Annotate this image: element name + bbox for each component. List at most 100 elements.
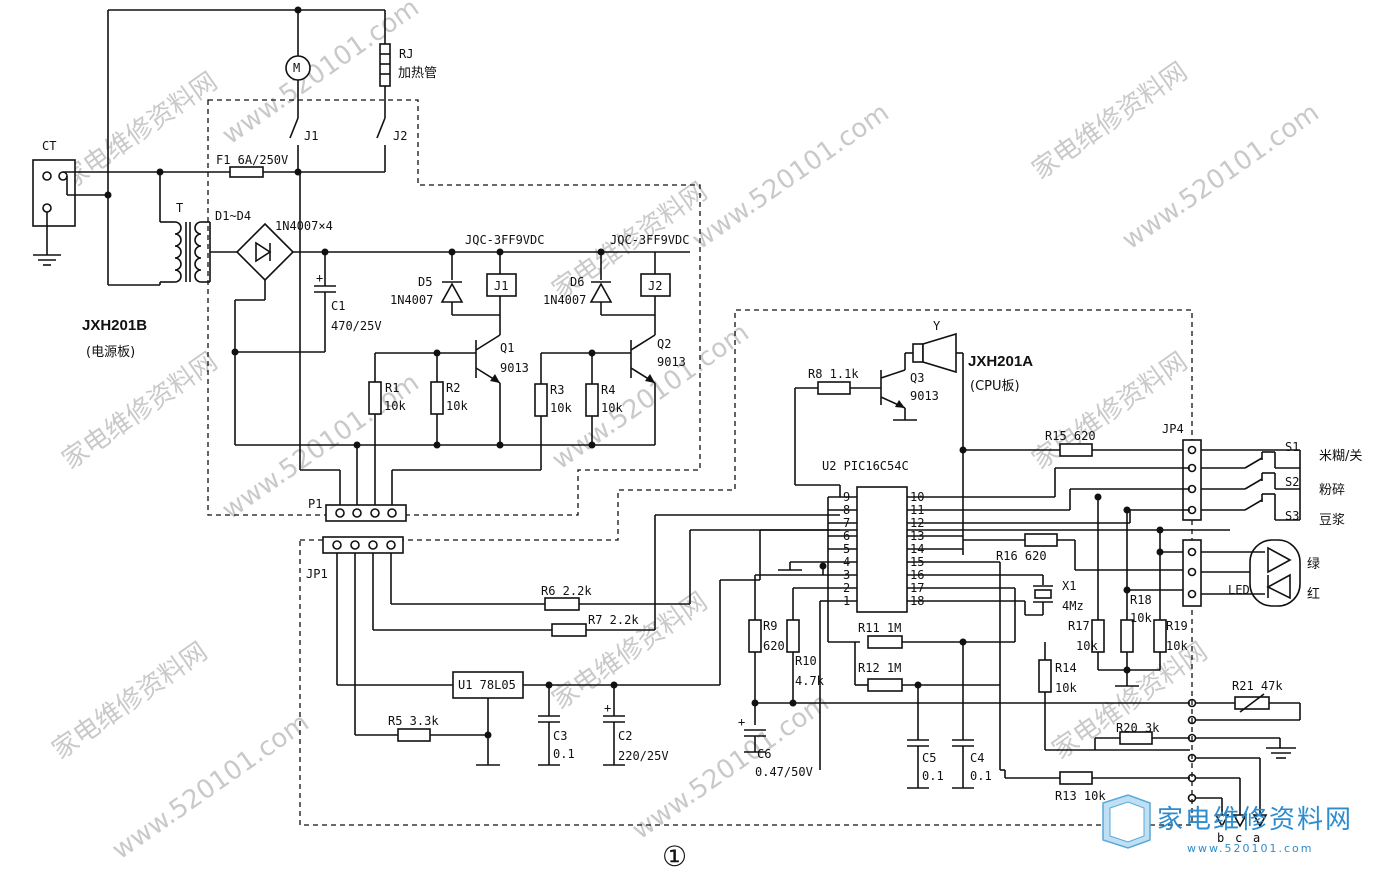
u2-pin-label: 4	[843, 555, 850, 569]
c5-label: C5	[922, 751, 936, 765]
r3-label: R3	[550, 383, 564, 397]
r19-label: R19	[1166, 619, 1188, 633]
resistor-r14	[1038, 659, 1052, 693]
heater-rj	[379, 43, 391, 87]
c3-value: 0.1	[553, 747, 575, 761]
watermark-text: 家电维修资料网	[1027, 347, 1193, 476]
probe-icons	[1214, 814, 1268, 828]
switch-s2	[1201, 472, 1276, 490]
speaker-body	[912, 343, 924, 363]
u2-pin-label: 10	[910, 490, 924, 504]
speaker-label: Y	[933, 319, 941, 333]
switch-s3	[1201, 493, 1276, 520]
u2-pin-label: 2	[843, 581, 850, 595]
j1-coil-label: J1	[494, 279, 508, 293]
watermark-text: 家电维修资料网	[57, 67, 223, 196]
r10-label: R10	[795, 654, 817, 668]
c1-label: C1	[331, 299, 345, 313]
r19-value: 10k	[1166, 639, 1188, 653]
figure-number: ①	[662, 840, 687, 872]
transformer-primary	[174, 221, 182, 283]
q1-label: Q1	[500, 341, 514, 355]
r20-label: R20 3k	[1116, 721, 1160, 735]
r5-label: R5 3.3k	[388, 714, 439, 728]
r9-value: 620	[763, 639, 785, 653]
resistor-r9	[748, 619, 762, 653]
led-green-icon	[1267, 546, 1292, 574]
s2-desc: 粉碎	[1319, 483, 1345, 498]
u2-pin-label: 8	[843, 503, 850, 517]
cpu-board-sub: (CPU板)	[970, 379, 1020, 394]
r18-label: R18	[1130, 593, 1152, 607]
connector-jp1	[322, 536, 404, 554]
u2-pin-label: 16	[910, 568, 924, 582]
r17-label: R17	[1068, 619, 1090, 633]
mcu-right-pins	[907, 496, 1130, 602]
svg-text:+: +	[316, 271, 323, 285]
cpu-board-name: JXH201A	[968, 353, 1033, 370]
jp4-label: JP4	[1162, 422, 1184, 436]
s3-desc: 豆浆	[1319, 513, 1345, 528]
x1-label: X1	[1062, 579, 1076, 593]
resistor-r4	[585, 383, 599, 417]
logo-url: www.520101.com	[1187, 842, 1313, 855]
relay-coil-j1	[486, 273, 517, 297]
connector-led	[1182, 539, 1202, 607]
u2-pin-label: 3	[843, 568, 850, 582]
q3-value: 9013	[910, 389, 939, 403]
x1-value: 4Mz	[1062, 599, 1084, 613]
q3-label: Q3	[910, 371, 924, 385]
probe-b-label: b	[1217, 831, 1224, 845]
mcu-left-pins	[828, 496, 857, 602]
resistor-r1	[368, 381, 382, 415]
u2-pin-label: 17	[910, 581, 924, 595]
r15-label: R15 620	[1045, 429, 1096, 443]
s2-label: S2	[1285, 475, 1299, 489]
diode-symbol	[255, 241, 272, 263]
u2-pin-label: 18	[910, 594, 924, 608]
svg-text:+: +	[738, 715, 745, 729]
r6-label: R6 2.2k	[541, 584, 592, 598]
r9-label: R9	[763, 619, 777, 633]
d6-label: D6	[570, 275, 584, 289]
j1-contact-label: J1	[304, 129, 318, 143]
svg-text:+: +	[604, 701, 611, 715]
r3-value: 10k	[550, 401, 572, 415]
resistor-r2	[430, 381, 444, 415]
watermark-text: 家电维修资料网	[57, 347, 223, 476]
r10-value: 4.7k	[795, 674, 825, 688]
r21-label: R21 47k	[1232, 679, 1283, 693]
connector-p1	[325, 504, 407, 522]
u1-label: U1 78L05	[458, 678, 516, 692]
u2-pin-label: 12	[910, 516, 924, 530]
d5-value: 1N4007	[390, 293, 433, 307]
watermark-text: www.520101.com	[107, 708, 315, 866]
s3-label: S3	[1285, 509, 1299, 523]
resistor-r3	[534, 383, 548, 417]
r14-value: 10k	[1055, 681, 1077, 695]
d6-value: 1N4007	[543, 293, 586, 307]
rj-label: RJ	[399, 47, 413, 61]
s1-label: S1	[1285, 440, 1299, 454]
site-logo: 家电维修资料网 www.520101.com	[1102, 794, 1353, 855]
r11-label: R11 1M	[858, 621, 901, 635]
r17-value: 10k	[1076, 639, 1098, 653]
led-bicolor	[1249, 539, 1301, 607]
led-green-label: 绿	[1307, 557, 1320, 572]
u2-pin-label: 5	[843, 542, 850, 556]
r1-value: 10k	[384, 399, 406, 413]
led-label: LED	[1228, 583, 1250, 597]
c4-label: C4	[970, 751, 984, 765]
relay-contact-j2	[376, 117, 386, 139]
resistor-r6	[544, 597, 580, 611]
sensor-terminals	[1187, 698, 1197, 803]
rj-desc: 加热管	[398, 66, 437, 81]
probe-c-label: c	[1235, 831, 1242, 845]
r12-label: R12 1M	[858, 661, 901, 675]
c5-value: 0.1	[922, 769, 944, 783]
r2-value: 10k	[446, 399, 468, 413]
q1-value: 9013	[500, 361, 529, 375]
logo-text: 家电维修资料网	[1157, 805, 1353, 835]
speaker-icon	[922, 332, 957, 374]
